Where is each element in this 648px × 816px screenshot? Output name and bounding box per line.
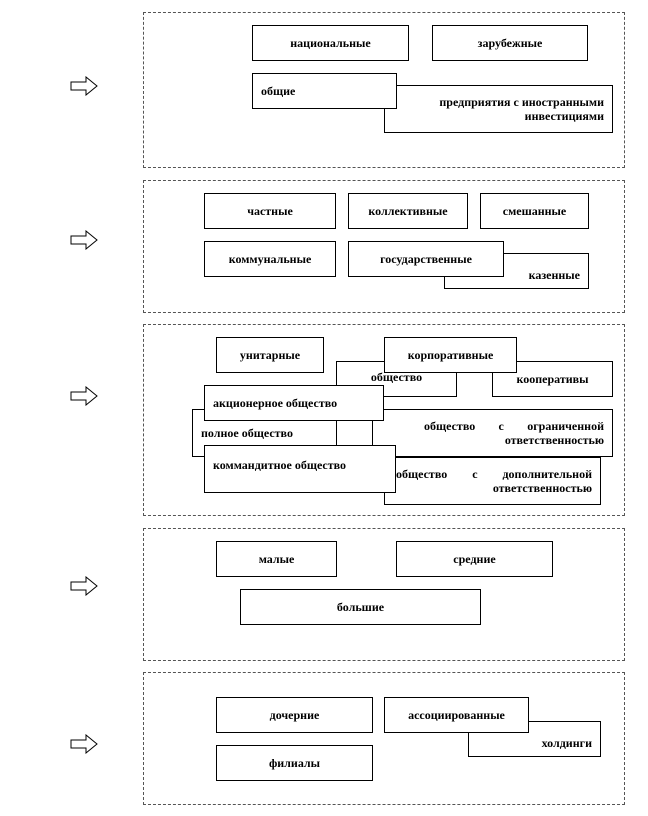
box-national: национальные: [252, 25, 409, 61]
box-branches: филиалы: [216, 745, 373, 781]
box-medium: средние: [396, 541, 553, 577]
box-corporate: корпоративные: [384, 337, 517, 373]
label-foreign-investment: предприятия с иностранными инвестициями: [439, 95, 604, 123]
label-llc: общество с ограниченной ответственностью: [424, 419, 604, 447]
box-mixed: смешанные: [480, 193, 589, 229]
box-additional-liability: общество с дополнительной ответственност…: [384, 457, 601, 505]
box-large: большие: [240, 589, 481, 625]
box-foreign: зарубежные: [432, 25, 588, 61]
box-associated: ассоциированные: [384, 697, 529, 733]
box-subsidiary: дочерние: [216, 697, 373, 733]
arrow-right-icon: [70, 386, 98, 406]
box-municipal: коммунальные: [204, 241, 336, 277]
group-legal-form: унитарные кооперативы общество корпорати…: [143, 324, 625, 516]
box-joint: общие: [252, 73, 397, 109]
group-size: малые средние большие: [143, 528, 625, 661]
box-private: частные: [204, 193, 336, 229]
box-foreign-investment: предприятия с иностранными инвестициями: [384, 85, 613, 133]
box-collective: коллективные: [348, 193, 468, 229]
arrow-right-icon: [70, 76, 98, 96]
box-state: государственные: [348, 241, 504, 277]
box-unitary: унитарные: [216, 337, 324, 373]
box-llc: общество с ограниченной ответственностью: [372, 409, 613, 457]
label-additional-liability: общество с дополнительной ответственност…: [396, 467, 592, 495]
box-joint-stock: акционерное общество: [204, 385, 384, 421]
box-small: малые: [216, 541, 337, 577]
box-limited-partnership: коммандитное общество: [204, 445, 396, 493]
group-affiliation: дочерние холдинги ассоциированные филиал…: [143, 672, 625, 805]
arrow-right-icon: [70, 230, 98, 250]
arrow-right-icon: [70, 576, 98, 596]
arrow-right-icon: [70, 734, 98, 754]
group-ownership-origin: национальные зарубежные предприятия с ин…: [143, 12, 625, 168]
group-ownership-form: частные коллективные смешанные коммуналь…: [143, 180, 625, 313]
